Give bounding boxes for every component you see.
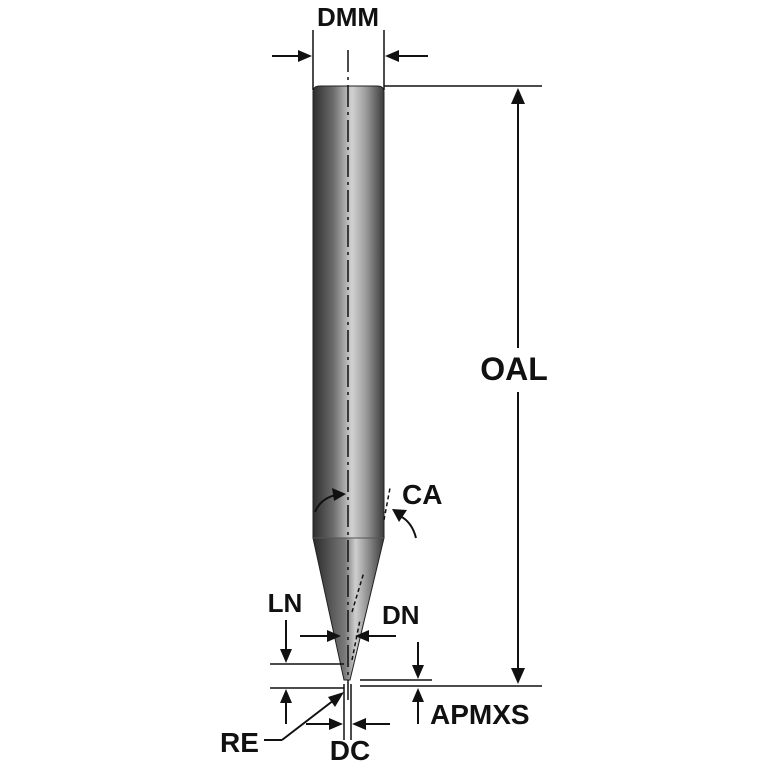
ca-dimension: CA: [314, 479, 442, 539]
dc-label: DC: [330, 735, 370, 766]
dn-dimension: DN: [300, 571, 420, 642]
dmm-dimension: DMM: [272, 2, 428, 90]
dmm-label: DMM: [317, 2, 379, 32]
oal-dimension: OAL: [360, 85, 548, 687]
ln-label: LN: [268, 588, 303, 618]
dc-dimension: DC: [306, 684, 390, 766]
dn-label: DN: [382, 600, 420, 630]
ln-dimension: LN: [268, 588, 344, 665]
oal-label: OAL: [480, 351, 548, 387]
apmxs-dimension: APMXS: [351, 619, 530, 730]
re-dimension: RE: [220, 687, 344, 758]
ca-label: CA: [402, 479, 442, 510]
apmxs-label: APMXS: [430, 699, 530, 730]
re-label: RE: [220, 727, 259, 758]
